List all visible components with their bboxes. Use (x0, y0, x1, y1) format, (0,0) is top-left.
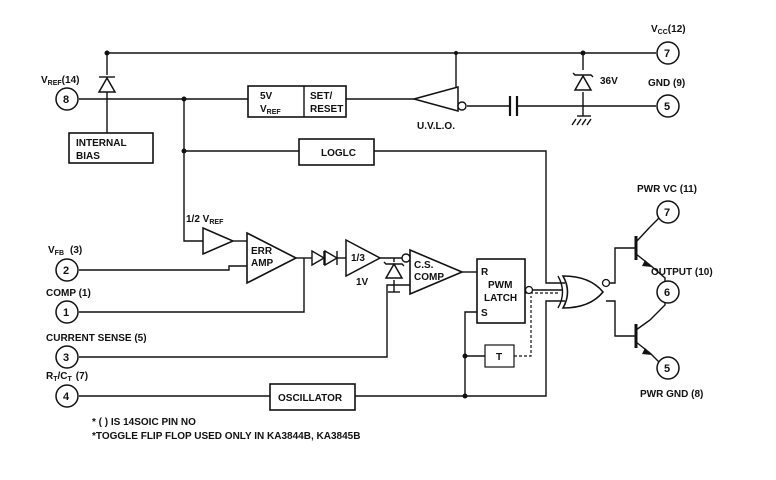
pin-pwrvc-number: 7 (664, 207, 670, 219)
svg-text:1/2 VREF: 1/2 VREF (186, 214, 224, 226)
footnotes: * ( ) IS 14SOIC PIN NO *TOGGLE FLIP FLOP… (92, 417, 360, 442)
pin-rtct-label: R (46, 371, 54, 382)
internal-bias-block: INTERNAL BIAS (68, 132, 154, 164)
series-diodes (311, 249, 339, 267)
pin-pwr-vc: 7 PWR VC (11) (637, 184, 697, 224)
pin-vfb-sub: FB (55, 250, 64, 257)
pin-output-number: 6 (664, 287, 670, 299)
pin-vref: 8 VREF(14) (41, 75, 79, 111)
vref5-sub: REF (267, 109, 282, 116)
half-vref-buffer: 1/2 VREF (186, 214, 235, 256)
pin-vcc-num: (12) (668, 24, 686, 35)
svg-text:VREF(14): VREF(14) (41, 75, 79, 87)
internal-bias-line1: INTERNAL (76, 138, 127, 149)
half-vref-sub: REF (209, 219, 224, 226)
lower-transistor (634, 319, 652, 355)
pin-pwrgnd-number: 5 (664, 363, 670, 375)
pin-comp-number: 1 (63, 307, 69, 319)
wiring (79, 52, 667, 397)
pin-vref-sub: REF (48, 80, 63, 87)
logic-label: LOGLC (321, 148, 356, 159)
oscillator-block: OSCILLATOR (269, 383, 356, 411)
pin-comp: 1 COMP (1) (46, 288, 91, 324)
pin-gnd-label: GND (9) (648, 78, 685, 89)
pwm-latch-r: R (481, 267, 489, 278)
error-amplifier: ERR AMP (246, 231, 298, 285)
pin-rtct-mid: /C (58, 371, 68, 382)
pin-output: 6 OUTPUT (10) (651, 267, 713, 304)
pin-rtct-number: 4 (63, 391, 70, 403)
pin-rtct-sub1: T (53, 376, 58, 383)
pin-rtct-sub2: T (68, 376, 73, 383)
uvlo-buffer: U.V.L.O. (411, 86, 467, 132)
pin-vfb-num: (3) (70, 245, 82, 256)
capacitor (508, 96, 519, 116)
pwm-latch-line2: LATCH (484, 293, 517, 304)
footnote-1: * ( ) IS 14SOIC PIN NO (92, 417, 196, 428)
pin-vcc-sub: CC (658, 29, 668, 36)
cs-comp-line2: COMP (414, 272, 444, 283)
pin-cs-number: 3 (63, 352, 69, 364)
half-vref-label: 1/2 V (186, 214, 210, 225)
svg-text:VFB(3): VFB (3) (48, 245, 82, 257)
pin-vcc-number: 7 (664, 48, 670, 60)
pin-vref-num: (14) (62, 75, 80, 86)
vref5-line1: 5V (260, 91, 273, 102)
pin-rtct: 4 RT/CT(7) (46, 371, 88, 408)
footnote-2: *TOGGLE FLIP FLOP USED ONLY IN KA3844B, … (92, 431, 360, 442)
err-amp-line2: AMP (251, 258, 274, 269)
pin-current-sense: 3 CURRENT SENSE (5) (46, 333, 147, 369)
svg-text:VCC(12): VCC(12) (651, 24, 686, 36)
one-third-divider: 1/3 (345, 238, 382, 278)
set-reset-line2: RESET (310, 104, 343, 115)
pin-vfb: 2 VFB (3) (48, 245, 82, 282)
pin-vref-label: V (41, 75, 48, 86)
pin-vcc-label: V (651, 24, 658, 35)
pin-output-label: OUTPUT (10) (651, 267, 713, 278)
vref-diode (97, 76, 117, 93)
upper-transistor (634, 226, 652, 267)
logic-block: LOGLC (298, 138, 375, 166)
pin-pwrvc-label: PWR VC (11) (637, 184, 697, 195)
pin-pwr-gnd: 5 PWR GND (8) (640, 356, 703, 400)
pin-cs-label: CURRENT SENSE (5) (46, 333, 147, 344)
err-amp-line1: ERR (251, 246, 273, 257)
zener-1v: 1V (356, 261, 405, 293)
pin-vfb-number: 2 (63, 265, 69, 277)
pwm-latch-line1: PWM (488, 280, 512, 291)
set-reset-line1: SET/ (310, 91, 332, 102)
pwm-latch-s: S (481, 308, 488, 319)
oscillator-label: OSCILLATOR (278, 393, 343, 404)
svg-text:VREF: VREF (260, 104, 281, 116)
pin-vcc: 7 VCC(12) (651, 24, 686, 65)
pin-rtct-num: (7) (76, 371, 88, 382)
zener-36v: 36V (572, 72, 618, 91)
one-volt-label: 1V (356, 277, 369, 288)
vref-setreset-block: 5V VREF SET/ RESET (247, 85, 347, 118)
pin-vref-number: 8 (63, 94, 69, 106)
toggle-flip-flop: T (484, 344, 515, 368)
pin-vfb-label: V (48, 245, 55, 256)
pin-gnd-number: 5 (664, 101, 670, 113)
vref5-line2: V (260, 104, 267, 115)
toggle-label: T (496, 352, 502, 363)
cs-comp-line1: C.S. (414, 260, 434, 271)
pin-pwrgnd-label: PWR GND (8) (640, 389, 703, 400)
zener-label: 36V (600, 76, 618, 87)
pwm-latch: R PWM LATCH S (476, 258, 534, 324)
pin-gnd: 5 GND (9) (648, 78, 685, 118)
output-gate (557, 275, 611, 309)
one-third-label: 1/3 (351, 253, 365, 264)
svg-text:RT/CT(7): RT/CT(7) (46, 371, 88, 383)
pin-comp-label: COMP (1) (46, 288, 91, 299)
internal-bias-line2: BIAS (76, 151, 100, 162)
uvlo-label: U.V.L.O. (417, 121, 455, 132)
current-sense-comparator: C.S. COMP (401, 248, 465, 296)
